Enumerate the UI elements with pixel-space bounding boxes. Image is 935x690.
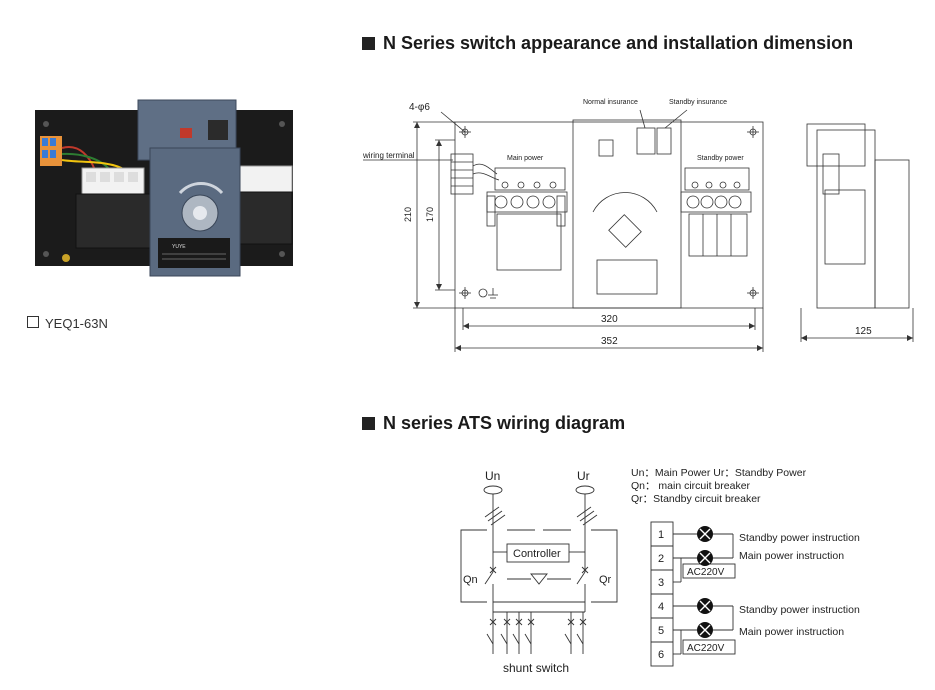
dim-210-label: 210 (403, 207, 413, 222)
standby-instruction-1: Standby power instruction (739, 532, 860, 544)
dim-352-label: 352 (601, 336, 618, 347)
heading-text: N Series switch appearance and installat… (383, 33, 854, 53)
terminal-5: 5 (658, 625, 664, 637)
wiring-diagram: Un Ur Controller Qn Qr shunt switch Un：M… (460, 467, 860, 675)
normal-insurance-label: Normal insurance (583, 99, 638, 106)
standby-breaker-icon (231, 165, 293, 245)
terminal-1: 1 (658, 529, 664, 541)
legend-line-3: Qr：Standby circuit breaker (631, 493, 761, 505)
side-view (816, 129, 876, 309)
indicator-lamp-icon (697, 598, 713, 614)
product-caption: YEQ1-63N (27, 316, 108, 331)
holes-label: 4-φ6 (409, 102, 430, 113)
brand-label: YUYE (172, 244, 186, 250)
shunt-switch-label: shunt switch (503, 661, 569, 675)
standby-insurance-label: Standby insurance (669, 99, 727, 106)
main-breaker-icon (75, 167, 151, 249)
controller-label: Controller (513, 548, 561, 560)
ac220v-2: AC220V (687, 643, 725, 654)
heading-square-icon (362, 417, 375, 430)
product-photo: YUYE (35, 99, 293, 277)
legend-line-2: Qn： main circuit breaker (631, 480, 751, 492)
main-instruction-2: Main power instruction (739, 626, 844, 638)
terminal-block-icon (40, 136, 62, 166)
indicator-lamp-icon (697, 622, 713, 638)
section-heading-appearance: N Series switch appearance and installat… (362, 33, 853, 54)
un-label: Un (485, 469, 500, 483)
caption-box-icon (27, 316, 39, 328)
qr-label: Qr (599, 574, 612, 586)
dimension-drawing: 4-φ6 Normal insurance Standby insurance … (362, 99, 914, 352)
terminal-6: 6 (658, 649, 664, 661)
terminal-2: 2 (658, 553, 664, 565)
terminal-4: 4 (658, 601, 664, 613)
ac220v-1: AC220V (687, 567, 725, 578)
section-heading-wiring: N series ATS wiring diagram (362, 413, 625, 434)
main-power-label: Main power (507, 155, 544, 162)
terminal-3: 3 (658, 577, 664, 589)
ur-label: Ur (577, 469, 590, 483)
main-instruction-1: Main power instruction (739, 550, 844, 562)
indicator-lamp-icon (697, 526, 713, 542)
dim-320-label: 320 (601, 314, 618, 325)
fuse-icon (62, 254, 70, 262)
dim-125-label: 125 (855, 326, 872, 337)
qn-label: Qn (463, 574, 478, 586)
wiring-terminal-label: wiring terminal (362, 151, 415, 160)
indicator-lamp-icon (697, 550, 713, 566)
controller-outline (572, 119, 682, 309)
heading-square-icon (362, 37, 375, 50)
standby-power-label: Standby power (697, 155, 744, 162)
legend-line-1: Un：Main Power Ur：Standby Power (631, 467, 807, 479)
standby-instruction-2: Standby power instruction (739, 604, 860, 616)
dim-170-label: 170 (425, 207, 435, 222)
heading-text: N series ATS wiring diagram (383, 413, 626, 433)
nameplate (158, 238, 230, 268)
